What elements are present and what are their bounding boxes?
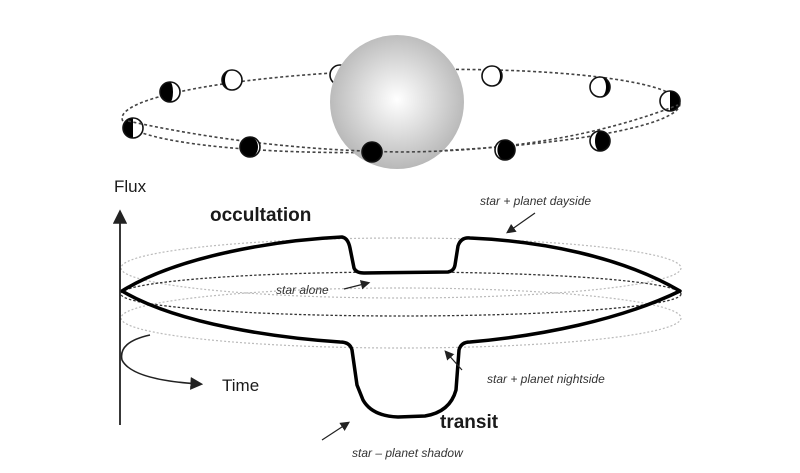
planet-icon bbox=[221, 69, 243, 91]
planet-icon bbox=[589, 76, 611, 98]
dayside-arrow bbox=[506, 212, 536, 234]
occultation-label: occultation bbox=[210, 205, 311, 226]
planets-front bbox=[239, 130, 611, 163]
time-arrow bbox=[120, 334, 204, 390]
planet-icon bbox=[122, 117, 144, 139]
planet-icon bbox=[361, 141, 383, 163]
time-label: Time bbox=[222, 376, 259, 395]
flux-label: Flux bbox=[114, 177, 147, 196]
planet-icon bbox=[659, 90, 681, 112]
nightside-label: star + planet nightside bbox=[487, 372, 605, 386]
shadow-label: star – planet shadow bbox=[352, 446, 464, 460]
nightside-arrow bbox=[444, 350, 463, 371]
planet-icon bbox=[239, 136, 261, 158]
planets-behind bbox=[122, 64, 681, 139]
light-curve bbox=[120, 235, 682, 419]
star bbox=[330, 35, 464, 169]
planet-icon bbox=[589, 130, 611, 152]
star-alone-label: star alone bbox=[276, 283, 329, 297]
star-alone-arrow bbox=[343, 280, 371, 290]
planet-icon bbox=[159, 81, 181, 103]
shadow-arrow bbox=[321, 421, 351, 441]
dayside-label: star + planet dayside bbox=[480, 194, 591, 208]
planet-icon bbox=[481, 65, 503, 87]
planet-icon bbox=[494, 139, 516, 161]
transit-label: transit bbox=[440, 412, 499, 433]
orbit-path-front bbox=[127, 104, 679, 153]
guide-ellipses bbox=[120, 237, 682, 349]
